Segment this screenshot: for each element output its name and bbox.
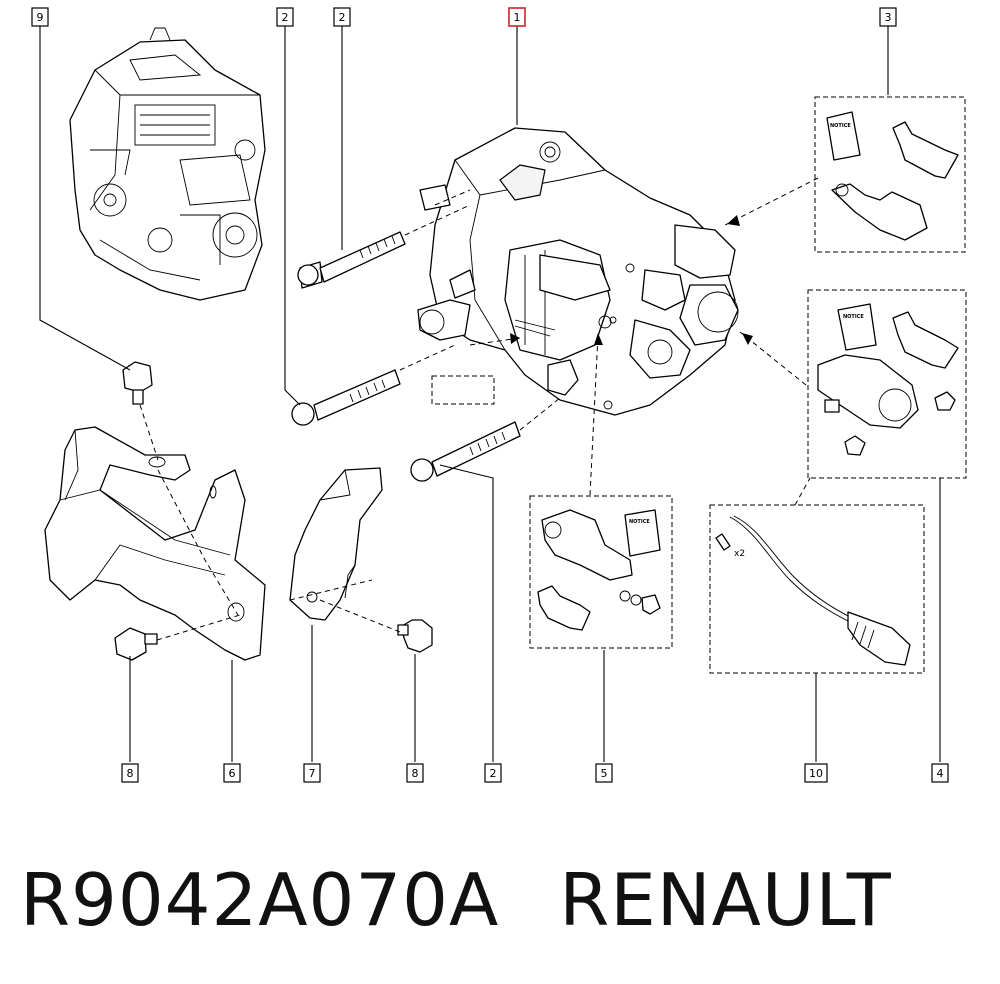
callout-7[interactable]: 7 <box>303 763 321 783</box>
callout-9[interactable]: 9 <box>31 7 49 27</box>
quantity-x2: x2 <box>734 549 745 559</box>
callout-2-b-label: 2 <box>339 11 346 24</box>
callout-7-label: 7 <box>309 767 316 780</box>
pump-assembly[interactable] <box>417 127 739 416</box>
callout-4[interactable]: 4 <box>931 763 949 783</box>
callout-8-right[interactable]: 8 <box>406 763 424 783</box>
notice-label-3: NOTICE <box>830 123 851 129</box>
bracket-6[interactable] <box>44 426 266 661</box>
exploded-parts-diagram: NOTICE NOTICE NOTICE x2 <box>31 7 967 783</box>
part-number: R9042A070A <box>20 858 500 942</box>
callout-6[interactable]: 6 <box>223 763 241 783</box>
callout-8-left-label: 8 <box>127 767 134 780</box>
bracket-7[interactable] <box>289 467 383 621</box>
callout-8-left[interactable]: 8 <box>121 763 139 783</box>
leader-lines <box>39 26 941 762</box>
kit-4-box[interactable]: NOTICE <box>807 289 967 479</box>
engine-illustration <box>69 27 266 301</box>
callout-2-c-label: 2 <box>490 767 497 780</box>
callout-8-right-label: 8 <box>412 767 419 780</box>
callout-6-label: 6 <box>229 767 236 780</box>
seal-placeholder-box <box>431 375 495 405</box>
callout-9-label: 9 <box>37 11 44 24</box>
callout-3-label: 3 <box>885 11 892 24</box>
brand-name: RENAULT <box>559 858 892 942</box>
callout-10-label: 10 <box>809 767 823 780</box>
bolt-upper[interactable] <box>297 231 406 289</box>
callout-1-label: 1 <box>514 11 521 24</box>
bolt-lower[interactable] <box>410 421 521 482</box>
bolt-8-left[interactable] <box>114 627 158 661</box>
callout-3[interactable]: 3 <box>879 7 897 27</box>
callout-2-c[interactable]: 2 <box>484 763 502 783</box>
bolt-8-right[interactable] <box>397 619 433 653</box>
callout-1[interactable]: 1 <box>508 7 526 27</box>
callout-2-b[interactable]: 2 <box>333 7 351 27</box>
footer-caption: R9042A070A RENAULT <box>20 858 980 948</box>
notice-label-4: NOTICE <box>843 314 864 320</box>
callout-10[interactable]: 10 <box>804 763 828 783</box>
kit-3-box[interactable]: NOTICE <box>814 96 966 253</box>
callout-2-a-label: 2 <box>282 11 289 24</box>
notice-label-5: NOTICE <box>629 519 650 525</box>
callout-5-label: 5 <box>601 767 608 780</box>
callout-4-label: 4 <box>937 767 944 780</box>
bolt-middle[interactable] <box>291 369 401 426</box>
callout-5[interactable]: 5 <box>595 763 613 783</box>
kit-5-box[interactable]: NOTICE <box>529 495 673 649</box>
bolt-9[interactable] <box>122 361 153 405</box>
kit-10-box[interactable]: x2 <box>709 504 925 674</box>
callout-2-a[interactable]: 2 <box>276 7 294 27</box>
